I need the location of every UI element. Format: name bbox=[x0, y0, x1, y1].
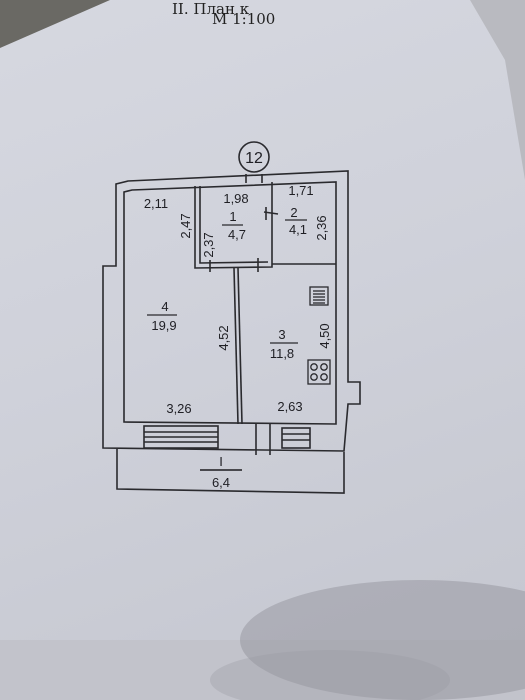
balcony-outline bbox=[116, 449, 345, 494]
room-4-area: 19,9 bbox=[151, 318, 176, 333]
radiator-icon bbox=[309, 286, 329, 306]
dim-4-50: 4,50 bbox=[317, 323, 332, 348]
section-label: I bbox=[219, 454, 223, 469]
header-title: II. План к bbox=[172, 0, 250, 18]
outer-wall bbox=[102, 170, 361, 452]
room-1-wall bbox=[194, 182, 273, 269]
room-3-area: 11,8 bbox=[270, 346, 294, 361]
room-divider bbox=[233, 267, 239, 425]
room-2-number: 2 bbox=[290, 205, 297, 220]
room-2-area: 4,1 bbox=[289, 222, 307, 237]
dim-4-52: 4,52 bbox=[216, 325, 231, 350]
total-area: 6,4 bbox=[212, 475, 230, 490]
header-scale: М 1:100 bbox=[212, 10, 276, 28]
room-3-number: 3 bbox=[278, 327, 285, 342]
dim-2-11: 2,11 bbox=[144, 196, 168, 211]
room-4-number: 4 bbox=[161, 299, 168, 314]
apartment-number-circle bbox=[238, 141, 270, 173]
dim-1-98: 1,98 bbox=[223, 191, 248, 206]
dim-2-36: 2,36 bbox=[314, 215, 329, 240]
room-1-number: 1 bbox=[229, 209, 236, 224]
apartment-number: 12 bbox=[245, 150, 263, 167]
dim-2-37: 2,37 bbox=[201, 232, 216, 257]
dim-1-71: 1,71 bbox=[288, 183, 313, 198]
inner-wall bbox=[123, 181, 337, 425]
window-right bbox=[281, 427, 311, 449]
room-1-area: 4,7 bbox=[228, 227, 246, 242]
dim-3-26: 3,26 bbox=[166, 401, 191, 416]
dim-2-63: 2,63 bbox=[277, 399, 302, 414]
stove-icon bbox=[307, 359, 331, 385]
dim-2-47: 2,47 bbox=[178, 213, 193, 238]
